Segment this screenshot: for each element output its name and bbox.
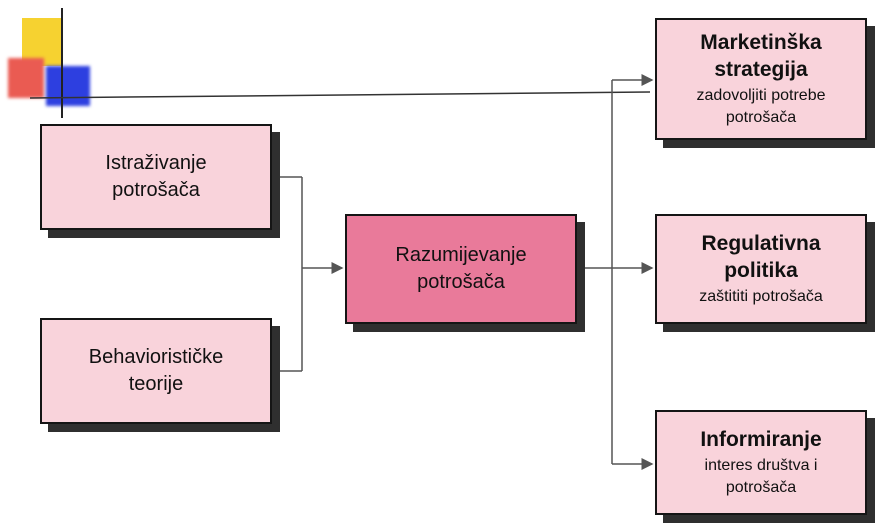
node-research: Istraživanje potrošača	[40, 124, 272, 230]
node-research-line1: Istraživanje	[105, 152, 207, 174]
node-regulatory-title1: Regulativna	[701, 232, 821, 255]
logo-blue-square	[46, 66, 90, 106]
node-information-sub2: potrošača	[725, 479, 797, 496]
node-behavior-line2: teorije	[128, 373, 184, 395]
node-behavior: Behaviorističke teorije	[40, 318, 272, 424]
node-regulatory-title2: politika	[724, 259, 798, 282]
node-marketing: Marketinška strategija zadovoljiti potre…	[655, 18, 867, 140]
node-understanding: Razumijevanje potrošača	[345, 214, 577, 324]
node-marketing-title1: Marketinška	[700, 31, 822, 54]
node-information-sub1: interes društva i	[704, 457, 818, 474]
node-marketing-sub1: zadovoljiti potrebe	[696, 87, 826, 104]
node-information: Informiranje interes društva i potrošača	[655, 410, 867, 515]
node-research-line2: potrošača	[112, 179, 200, 201]
node-marketing-title2: strategija	[714, 58, 808, 81]
node-understanding-line2: potrošača	[417, 271, 505, 293]
logo-horizontal-line	[29, 91, 651, 99]
node-information-title1: Informiranje	[700, 428, 822, 451]
node-regulatory-sub1: zaštititi potrošača	[699, 288, 823, 305]
node-behavior-line1: Behaviorističke	[88, 346, 224, 368]
node-marketing-sub2: potrošača	[725, 109, 797, 126]
node-regulatory: Regulativna politika zaštititi potrošača	[655, 214, 867, 324]
logo-red-square	[8, 58, 44, 98]
node-understanding-line1: Razumijevanje	[395, 244, 527, 266]
